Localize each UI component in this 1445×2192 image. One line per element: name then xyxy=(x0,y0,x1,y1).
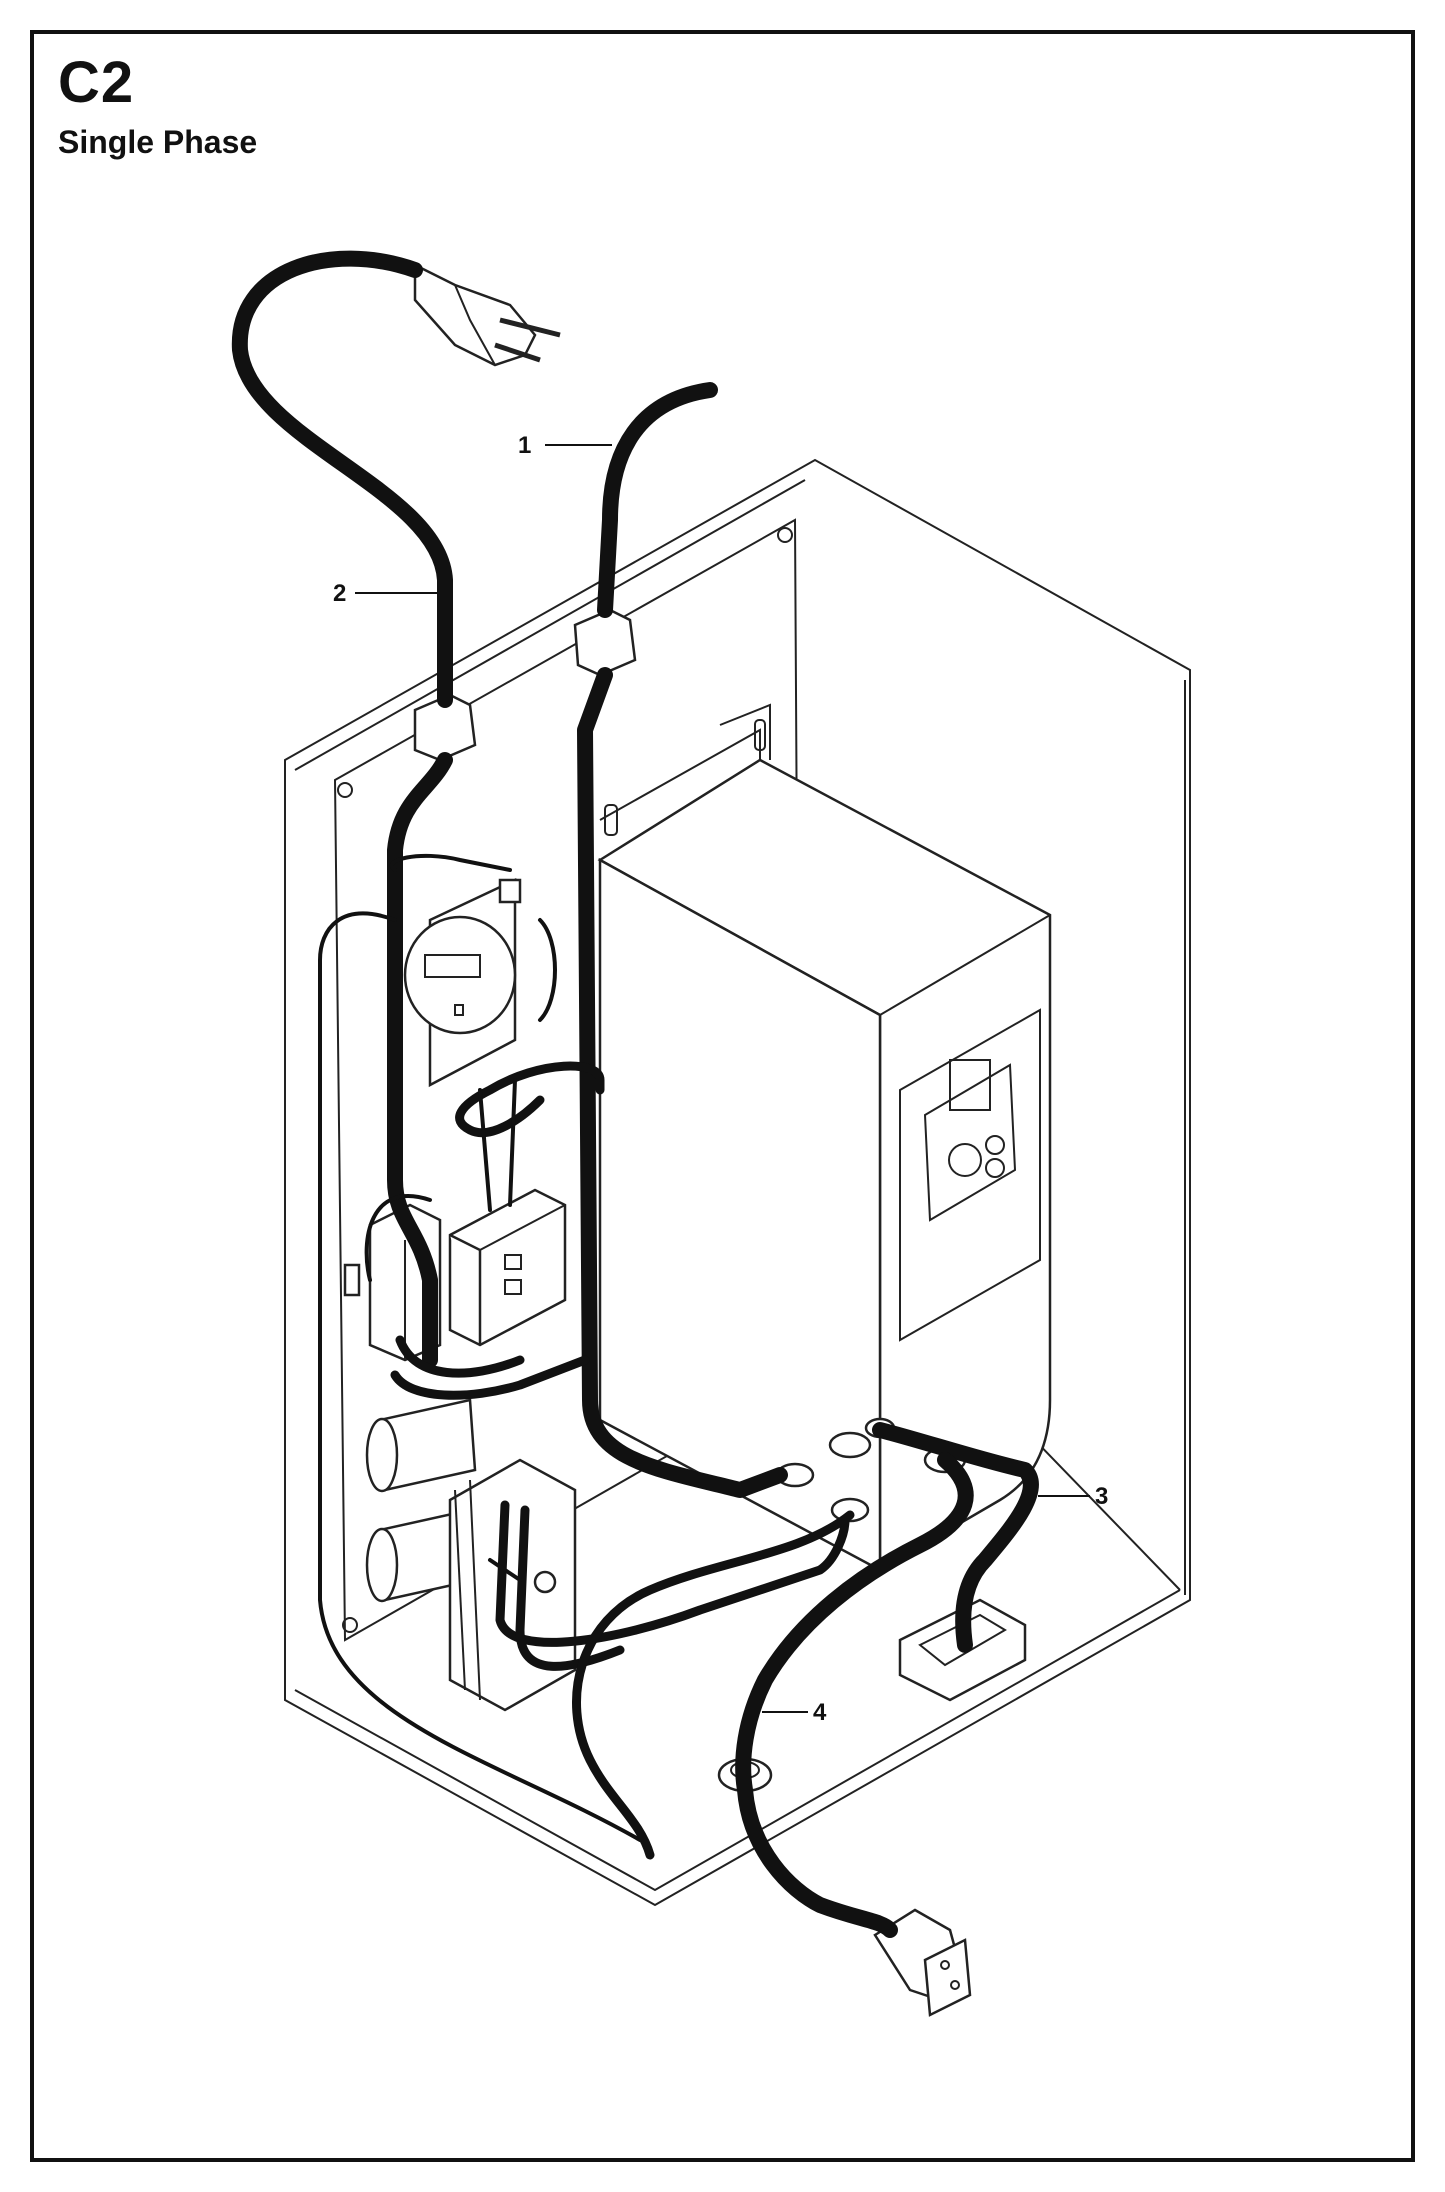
callout-1: 1 xyxy=(518,432,531,459)
cables xyxy=(231,250,1039,1938)
frequency-inverter xyxy=(597,703,1052,1573)
callout-3: 3 xyxy=(1095,1483,1108,1510)
callout-labels: 1 2 3 4 xyxy=(333,432,1108,1726)
callout-4: 4 xyxy=(813,1699,827,1726)
contactor xyxy=(448,1188,567,1347)
page-subtitle: Single Phase xyxy=(58,124,258,160)
page-code: C2 xyxy=(58,50,135,115)
mains-plug xyxy=(413,262,561,367)
strain-reliefs xyxy=(413,608,637,762)
callout-2: 2 xyxy=(333,580,346,607)
capacitors xyxy=(365,1398,577,1712)
hour-meter xyxy=(403,878,522,1088)
callout-leaders xyxy=(355,444,1090,1713)
